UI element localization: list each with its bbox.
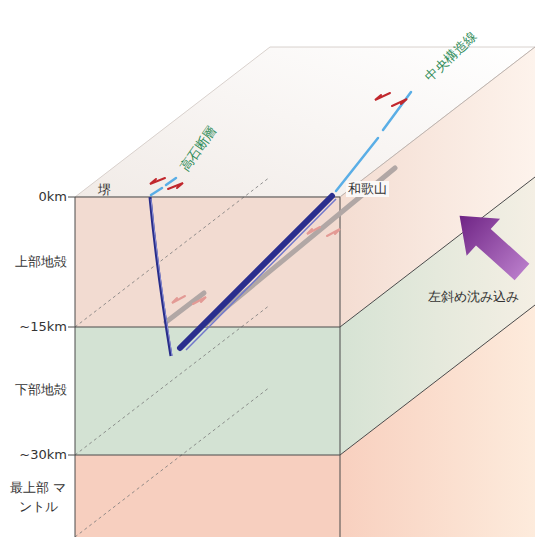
- half-arrow: [307, 227, 320, 234]
- front-mantle: [75, 455, 340, 537]
- hidden-edge: [75, 387, 270, 537]
- fault-plane-edge: [186, 199, 336, 350]
- trace-segment: [383, 92, 411, 130]
- edge: [75, 197, 340, 198]
- edge: [75, 197, 76, 537]
- hidden-edge: [75, 177, 270, 327]
- fault-label: 中央構造線: [422, 28, 480, 85]
- fault-label: 高石断層: [177, 123, 221, 175]
- edge: [340, 305, 535, 455]
- trace-segment: [151, 188, 162, 195]
- trace-segment: [166, 178, 176, 185]
- edge: [75, 455, 340, 456]
- place-label: 堺: [98, 182, 111, 199]
- fault-plane: [150, 197, 171, 356]
- half-arrow: [172, 296, 185, 303]
- half-arrow: [193, 297, 206, 304]
- tick: [68, 455, 75, 456]
- place-label: 和歌山: [346, 181, 389, 198]
- block-outline: [68, 47, 535, 537]
- depth-layer-label: ~30km: [0, 447, 67, 464]
- half-arrow: [392, 99, 407, 106]
- half-arrow: [327, 229, 340, 236]
- front-upper-crust: [75, 197, 340, 327]
- surface-trace: [151, 92, 411, 195]
- depth-layer-label: 下部地殻: [0, 382, 67, 399]
- subduction-arrow: [443, 197, 535, 290]
- deep-fault-trace: [166, 293, 204, 322]
- half-arrow: [375, 93, 390, 100]
- depth-layer-label: 0km: [0, 189, 67, 206]
- slip-arrows: [150, 93, 407, 189]
- depth-layer-label: 上部地殻: [0, 254, 67, 271]
- fault-plane: [180, 196, 332, 348]
- front-lower-crust: [75, 327, 340, 455]
- half-arrow: [168, 183, 183, 189]
- tick: [68, 197, 75, 198]
- arrow-label: 左斜め沈み込み: [428, 289, 519, 306]
- tick: [68, 327, 75, 328]
- depth-layer-label: ~15km: [0, 319, 67, 336]
- half-arrow: [150, 178, 165, 184]
- edge: [340, 197, 341, 537]
- depth-layer-label: 最上部 マントル: [8, 478, 68, 517]
- hidden-edges: [75, 177, 270, 537]
- fault-plane-edge: [151, 199, 172, 356]
- side-mantle: [340, 305, 535, 537]
- deep-slip-arrows: [172, 227, 340, 304]
